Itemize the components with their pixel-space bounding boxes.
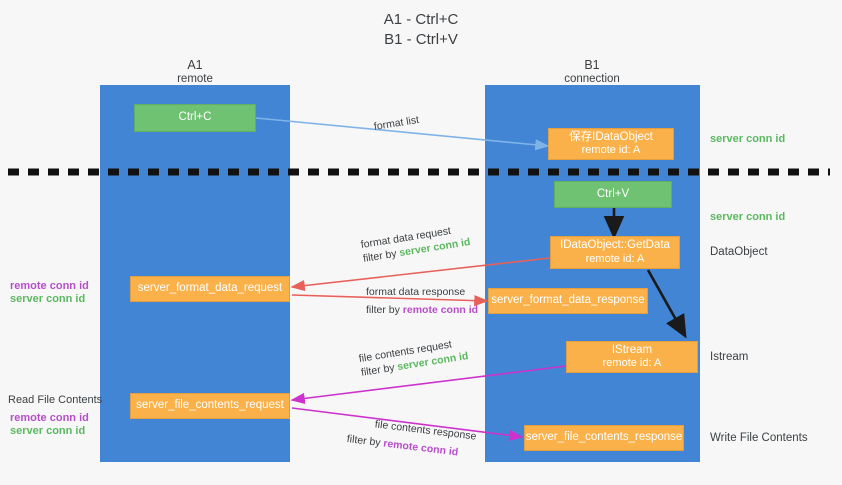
box-idataobject-getdata[interactable]: IDataObject::GetData remote id: A bbox=[550, 236, 680, 269]
annotation-right-server-conn-id-1: server conn id bbox=[710, 133, 786, 145]
box-server-file-contents-request-label: server_file_contents_request bbox=[136, 399, 284, 412]
box-ctrl-v-label: Ctrl+V bbox=[596, 187, 630, 200]
box-istream[interactable]: IStream remote id: A bbox=[566, 341, 698, 373]
box-server-file-contents-response-label: server_file_contents_response bbox=[525, 431, 683, 444]
lane-b1-name: B1 bbox=[584, 58, 600, 72]
edge-label-file-contents-response: file contents response filter by remote … bbox=[346, 414, 477, 461]
edge-label-format-data-response-filter: filter by remote conn id bbox=[366, 303, 478, 317]
box-server-format-data-request-label: server_format_data_request bbox=[137, 282, 283, 295]
filter-prefix: filter by bbox=[366, 304, 403, 316]
box-ctrl-v[interactable]: Ctrl+V bbox=[554, 181, 672, 208]
box-ctrl-c-label: Ctrl+C bbox=[178, 111, 212, 124]
annotation-left-remote-conn-id-1: remote conn id bbox=[10, 280, 89, 292]
filter-key-remote-conn-id: remote conn id bbox=[382, 437, 459, 459]
lane-header-a1: A1 remote bbox=[115, 58, 275, 86]
edge-label-file-contents-request: file contents request filter by server c… bbox=[358, 335, 470, 380]
box-server-format-data-request[interactable]: server_format_data_request bbox=[130, 276, 290, 302]
box-idataobject-getdata-line2: remote id: A bbox=[585, 252, 645, 265]
box-save-idataobject[interactable]: 保存IDataObject remote id: A bbox=[548, 128, 674, 160]
lane-b1-sub: connection bbox=[564, 73, 620, 85]
box-server-format-data-response[interactable]: server_format_data_response bbox=[488, 288, 648, 314]
box-server-file-contents-response[interactable]: server_file_contents_response bbox=[524, 425, 684, 451]
annotation-right-istream: Istream bbox=[710, 351, 749, 363]
edge-label-format-data-response-title: format data response bbox=[366, 286, 466, 298]
title-line-1: A1 - Ctrl+C bbox=[383, 11, 459, 28]
edge-label-format-list-text: format list bbox=[373, 113, 420, 133]
annotation-left-remote-conn-id-2: remote conn id bbox=[10, 412, 89, 424]
box-istream-line1: IStream bbox=[611, 343, 653, 356]
lane-a1-sub: remote bbox=[177, 73, 213, 85]
annotation-right-dataobject: DataObject bbox=[710, 246, 768, 258]
lane-a1-name: A1 bbox=[187, 58, 203, 72]
filter-prefix: filter by bbox=[346, 432, 385, 450]
filter-key-remote-conn-id: remote conn id bbox=[402, 304, 479, 316]
edge-label-format-data-response: format data response filter by remote co… bbox=[366, 285, 478, 317]
annotation-left-server-conn-id-1: server conn id bbox=[10, 293, 86, 305]
box-save-idataobject-line1: 保存IDataObject bbox=[569, 130, 653, 143]
box-server-file-contents-request[interactable]: server_file_contents_request bbox=[130, 393, 290, 419]
page-title: A1 - Ctrl+C B1 - Ctrl+V bbox=[0, 10, 842, 50]
title-line-2: B1 - Ctrl+V bbox=[384, 31, 458, 48]
box-istream-line2: remote id: A bbox=[602, 357, 662, 369]
box-idataobject-getdata-line1: IDataObject::GetData bbox=[560, 239, 670, 251]
lane-header-b1: B1 connection bbox=[512, 58, 672, 86]
annotation-right-write-file-contents: Write File Contents bbox=[710, 432, 808, 444]
annotation-left-server-conn-id-2: server conn id bbox=[10, 425, 86, 437]
edge-label-format-data-request: format data request filter by server con… bbox=[360, 221, 472, 266]
box-server-format-data-response-label: server_format_data_response bbox=[491, 294, 645, 307]
box-save-idataobject-line2: remote id: A bbox=[581, 144, 641, 156]
edge-label-format-list: format list bbox=[373, 113, 420, 134]
box-ctrl-c[interactable]: Ctrl+C bbox=[134, 104, 256, 132]
annotation-right-server-conn-id-2: server conn id bbox=[710, 211, 786, 223]
annotation-left-read-file-contents: Read File Contents bbox=[8, 394, 103, 406]
